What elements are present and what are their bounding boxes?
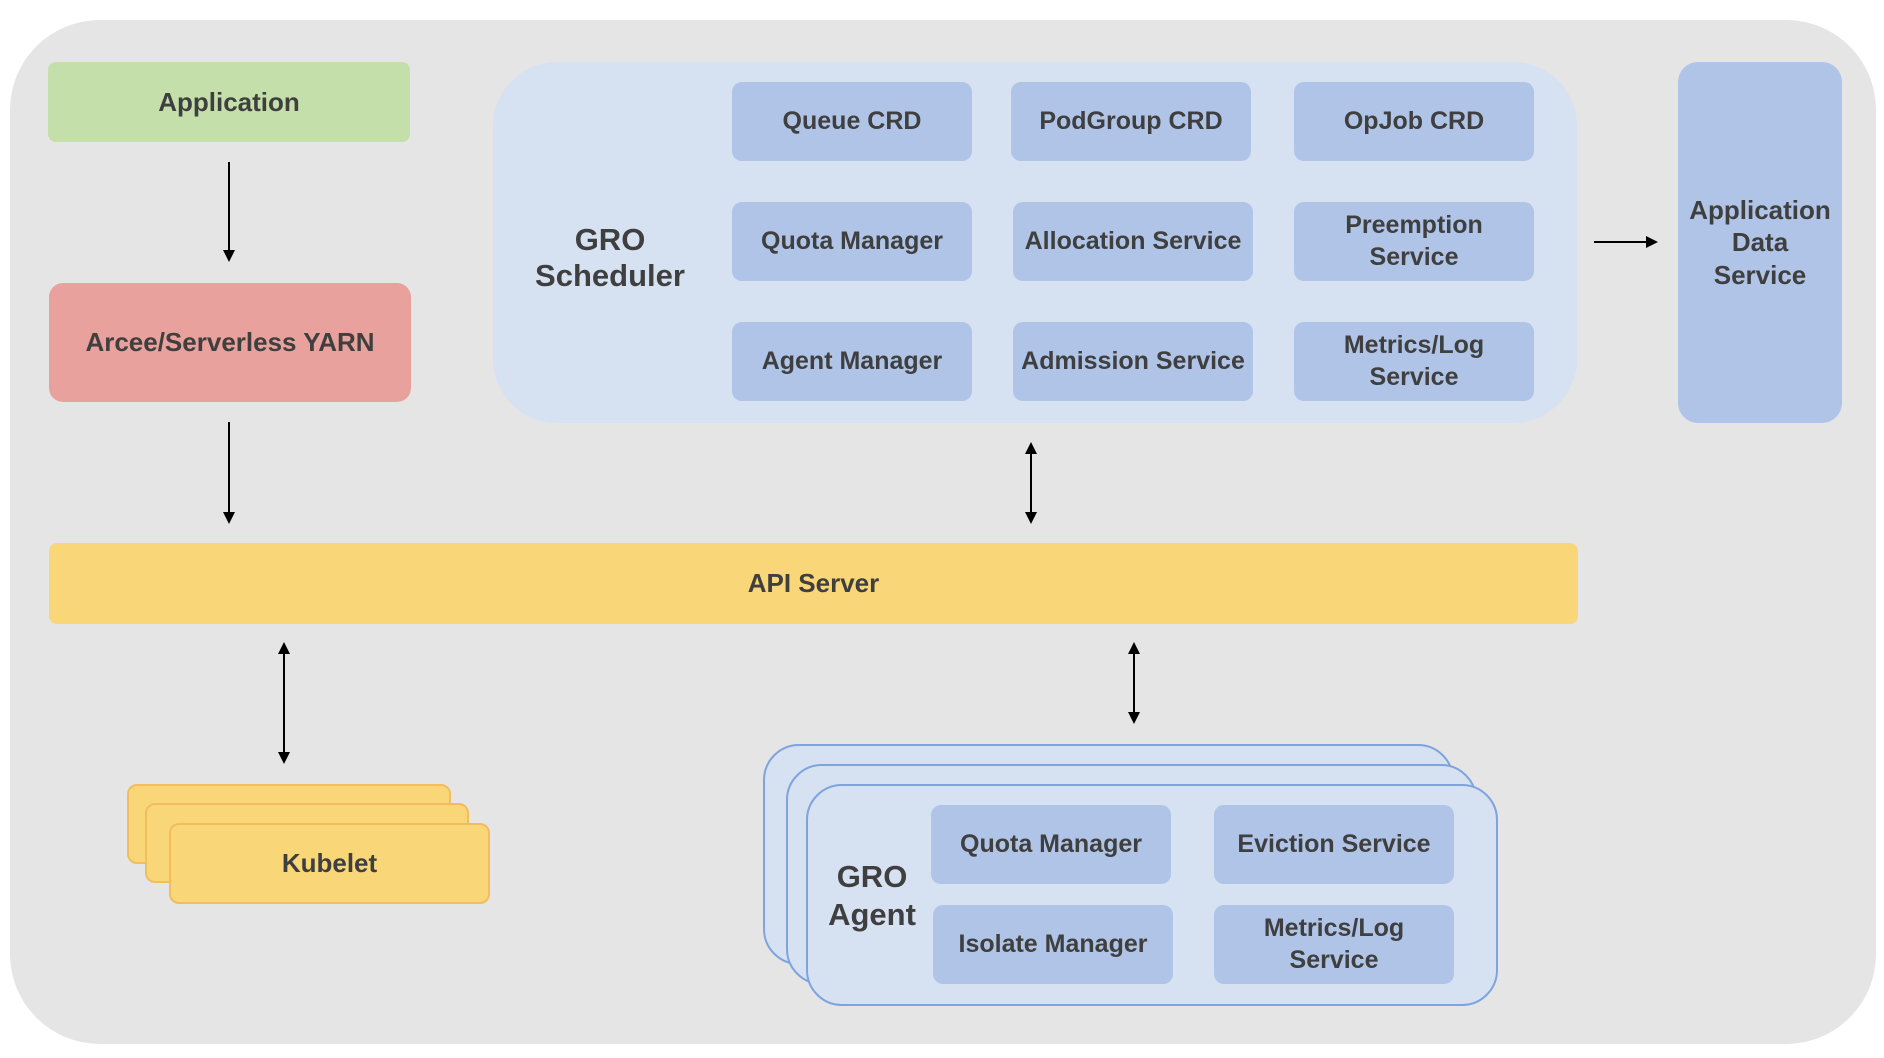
yarn-label: Arcee/Serverless YARN xyxy=(85,327,375,358)
application-box: Application xyxy=(48,62,410,142)
admission-service-box: Admission Service xyxy=(1013,322,1253,401)
api-server-label: API Server xyxy=(747,568,880,599)
gro-agent-title: GRO Agent xyxy=(828,859,916,932)
admission-service-label: Admission Service xyxy=(1021,346,1245,375)
agent-metrics-log-service-box: Metrics/Log Service xyxy=(1214,905,1454,984)
application-data-service-label: Application Data Service xyxy=(1689,194,1831,290)
agent-quota-manager-label: Quota Manager xyxy=(960,829,1142,858)
opjob-crd-box: OpJob CRD xyxy=(1294,82,1534,161)
podgroup-crd-box: PodGroup CRD xyxy=(1011,82,1251,161)
preemption-service-label: Preemption Service xyxy=(1345,211,1483,271)
agent-manager-label: Agent Manager xyxy=(761,346,943,375)
gro-scheduler-title: GRO Scheduler xyxy=(535,222,685,293)
podgroup-crd-label: PodGroup CRD xyxy=(1039,106,1223,135)
opjob-crd-label: OpJob CRD xyxy=(1343,106,1485,135)
agent-manager-box: Agent Manager xyxy=(732,322,972,401)
application-label: Application xyxy=(158,86,300,117)
quota-manager-box: Quota Manager xyxy=(732,202,972,281)
kubelet-label: Kubelet xyxy=(281,848,378,879)
isolate-manager-box: Isolate Manager xyxy=(933,905,1173,984)
api-server-box: API Server xyxy=(49,543,1578,624)
agent-metrics-log-service-label: Metrics/Log Service xyxy=(1263,914,1405,974)
metrics-log-service-box: Metrics/Log Service xyxy=(1294,322,1534,401)
allocation-service-label: Allocation Service xyxy=(1024,226,1242,255)
metrics-log-service-label: Metrics/Log Service xyxy=(1343,331,1485,391)
application-data-service-box: Application Data Service xyxy=(1678,62,1842,423)
isolate-manager-label: Isolate Manager xyxy=(958,929,1148,958)
queue-crd-label: Queue CRD xyxy=(782,106,922,135)
yarn-box: Arcee/Serverless YARN xyxy=(49,283,411,402)
preemption-service-box: Preemption Service xyxy=(1294,202,1534,281)
queue-crd-box: Queue CRD xyxy=(732,82,972,161)
quota-manager-label: Quota Manager xyxy=(761,226,943,255)
allocation-service-box: Allocation Service xyxy=(1013,202,1253,281)
agent-quota-manager-box: Quota Manager xyxy=(931,805,1171,884)
kubelet-card-front: Kubelet xyxy=(169,823,490,904)
eviction-service-box: Eviction Service xyxy=(1214,805,1454,884)
eviction-service-label: Eviction Service xyxy=(1237,829,1431,858)
